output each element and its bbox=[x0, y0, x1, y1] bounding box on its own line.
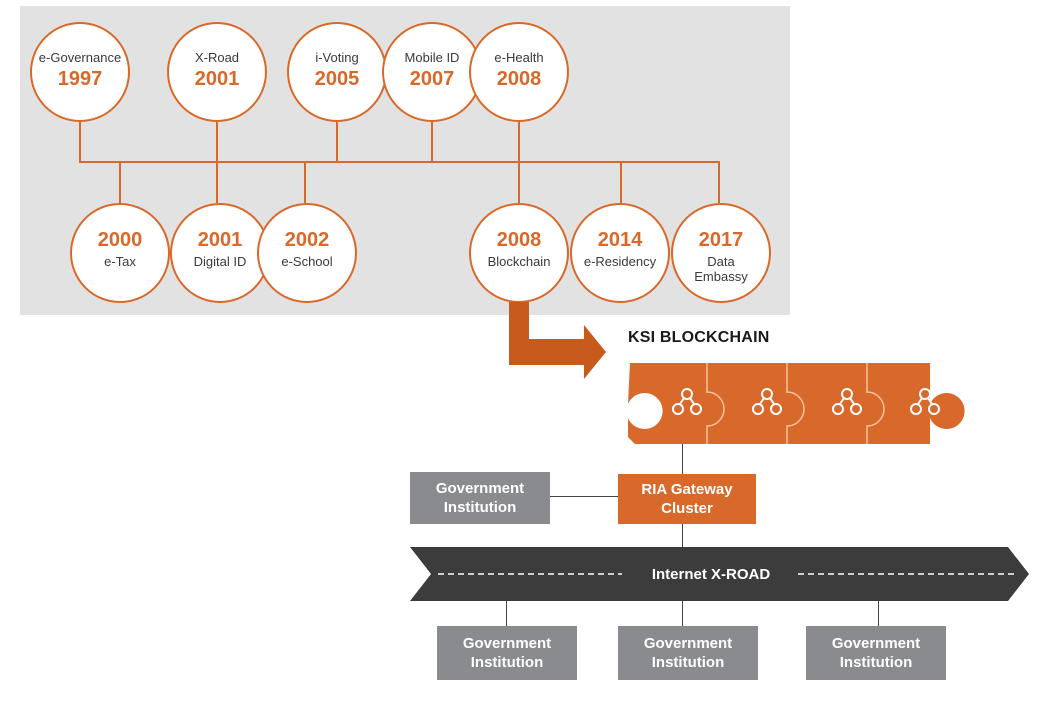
milestone-year: 1997 bbox=[57, 68, 103, 90]
milestone-year: 2001 bbox=[194, 68, 240, 90]
gateway-line1: RIA Gateway bbox=[641, 481, 733, 498]
institution-line1: Government bbox=[435, 480, 525, 497]
institution-line1: Government bbox=[831, 635, 921, 652]
government-institution-box: Government Institution bbox=[410, 472, 550, 524]
network-icon bbox=[672, 388, 940, 415]
milestone-i-voting: i-Voting 2005 bbox=[287, 22, 387, 122]
milestone-label: Digital ID bbox=[193, 254, 247, 269]
institution-line1: Government bbox=[462, 635, 552, 652]
milestone-label: e-Residency bbox=[583, 254, 657, 269]
government-institution-box: Government Institution bbox=[806, 626, 946, 680]
milestone-year: 2005 bbox=[314, 68, 360, 90]
ria-gateway-box: RIA Gateway Cluster bbox=[618, 474, 756, 524]
institution-line2: Institution bbox=[443, 499, 517, 516]
timeline-axis bbox=[79, 161, 720, 163]
milestone-data-embassy: 2017 Data Embassy bbox=[671, 203, 771, 303]
milestone-label: e-School bbox=[281, 254, 333, 269]
milestone-year: 2001 bbox=[197, 229, 243, 251]
connector-ksi-gateway bbox=[682, 444, 683, 474]
milestone-label: X-Road bbox=[194, 50, 240, 65]
milestone-label: e-Governance bbox=[38, 50, 122, 65]
connector bbox=[620, 161, 622, 203]
institution-line2: Institution bbox=[651, 654, 725, 671]
connector bbox=[518, 113, 520, 163]
connector bbox=[718, 161, 720, 203]
milestone-year: 2008 bbox=[496, 229, 542, 251]
x-road-label: Internet X-ROAD bbox=[651, 566, 771, 583]
connector-institution-gateway bbox=[550, 496, 618, 497]
government-institution-box: Government Institution bbox=[437, 626, 577, 680]
connector bbox=[518, 161, 520, 203]
milestone-label: i-Voting bbox=[315, 50, 359, 65]
milestone-label: e-Health bbox=[494, 50, 544, 65]
institution-line2: Institution bbox=[839, 654, 913, 671]
connector bbox=[216, 113, 218, 163]
connector bbox=[431, 113, 433, 163]
connector bbox=[79, 113, 81, 163]
gateway-line2: Cluster bbox=[661, 500, 713, 517]
timeline-panel: e-Governance 1997 X-Road 2001 i-Voting 2… bbox=[20, 6, 790, 315]
government-institution-box: Government Institution bbox=[618, 626, 758, 680]
connector bbox=[304, 161, 306, 203]
milestone-blockchain: 2008 Blockchain bbox=[469, 203, 569, 303]
milestone-e-governance: e-Governance 1997 bbox=[30, 22, 130, 122]
connector-gateway-xroad bbox=[682, 524, 683, 548]
milestone-e-health: e-Health 2008 bbox=[469, 22, 569, 122]
milestone-e-residency: 2014 e-Residency bbox=[570, 203, 670, 303]
ksi-blockchain-graphic bbox=[628, 363, 965, 444]
milestone-year: 2002 bbox=[284, 229, 330, 251]
milestone-e-tax: 2000 e-Tax bbox=[70, 203, 170, 303]
milestone-digital-id: 2001 Digital ID bbox=[170, 203, 270, 303]
milestone-year: 2000 bbox=[97, 229, 143, 251]
connector-xroad-institution bbox=[682, 600, 683, 626]
milestone-year: 2014 bbox=[597, 229, 643, 251]
milestone-label: e-Tax bbox=[104, 254, 136, 269]
milestone-label: Mobile ID bbox=[404, 50, 460, 65]
connector-xroad-institution bbox=[506, 600, 507, 626]
milestone-year: 2007 bbox=[409, 68, 455, 90]
milestone-year: 2017 bbox=[698, 229, 744, 251]
institution-line1: Government bbox=[643, 635, 733, 652]
connector bbox=[336, 113, 338, 163]
ksi-title: KSI BLOCKCHAIN bbox=[628, 329, 770, 346]
milestone-e-school: 2002 e-School bbox=[257, 203, 357, 303]
milestone-label: Blockchain bbox=[487, 254, 551, 269]
connector bbox=[119, 161, 121, 203]
institution-line2: Institution bbox=[470, 654, 544, 671]
milestone-x-road: X-Road 2001 bbox=[167, 22, 267, 122]
x-road-band bbox=[410, 547, 1029, 601]
milestone-label: Data Embassy bbox=[694, 254, 748, 284]
milestone-year: 2008 bbox=[496, 68, 542, 90]
connector bbox=[216, 161, 218, 203]
connector-xroad-institution bbox=[878, 600, 879, 626]
